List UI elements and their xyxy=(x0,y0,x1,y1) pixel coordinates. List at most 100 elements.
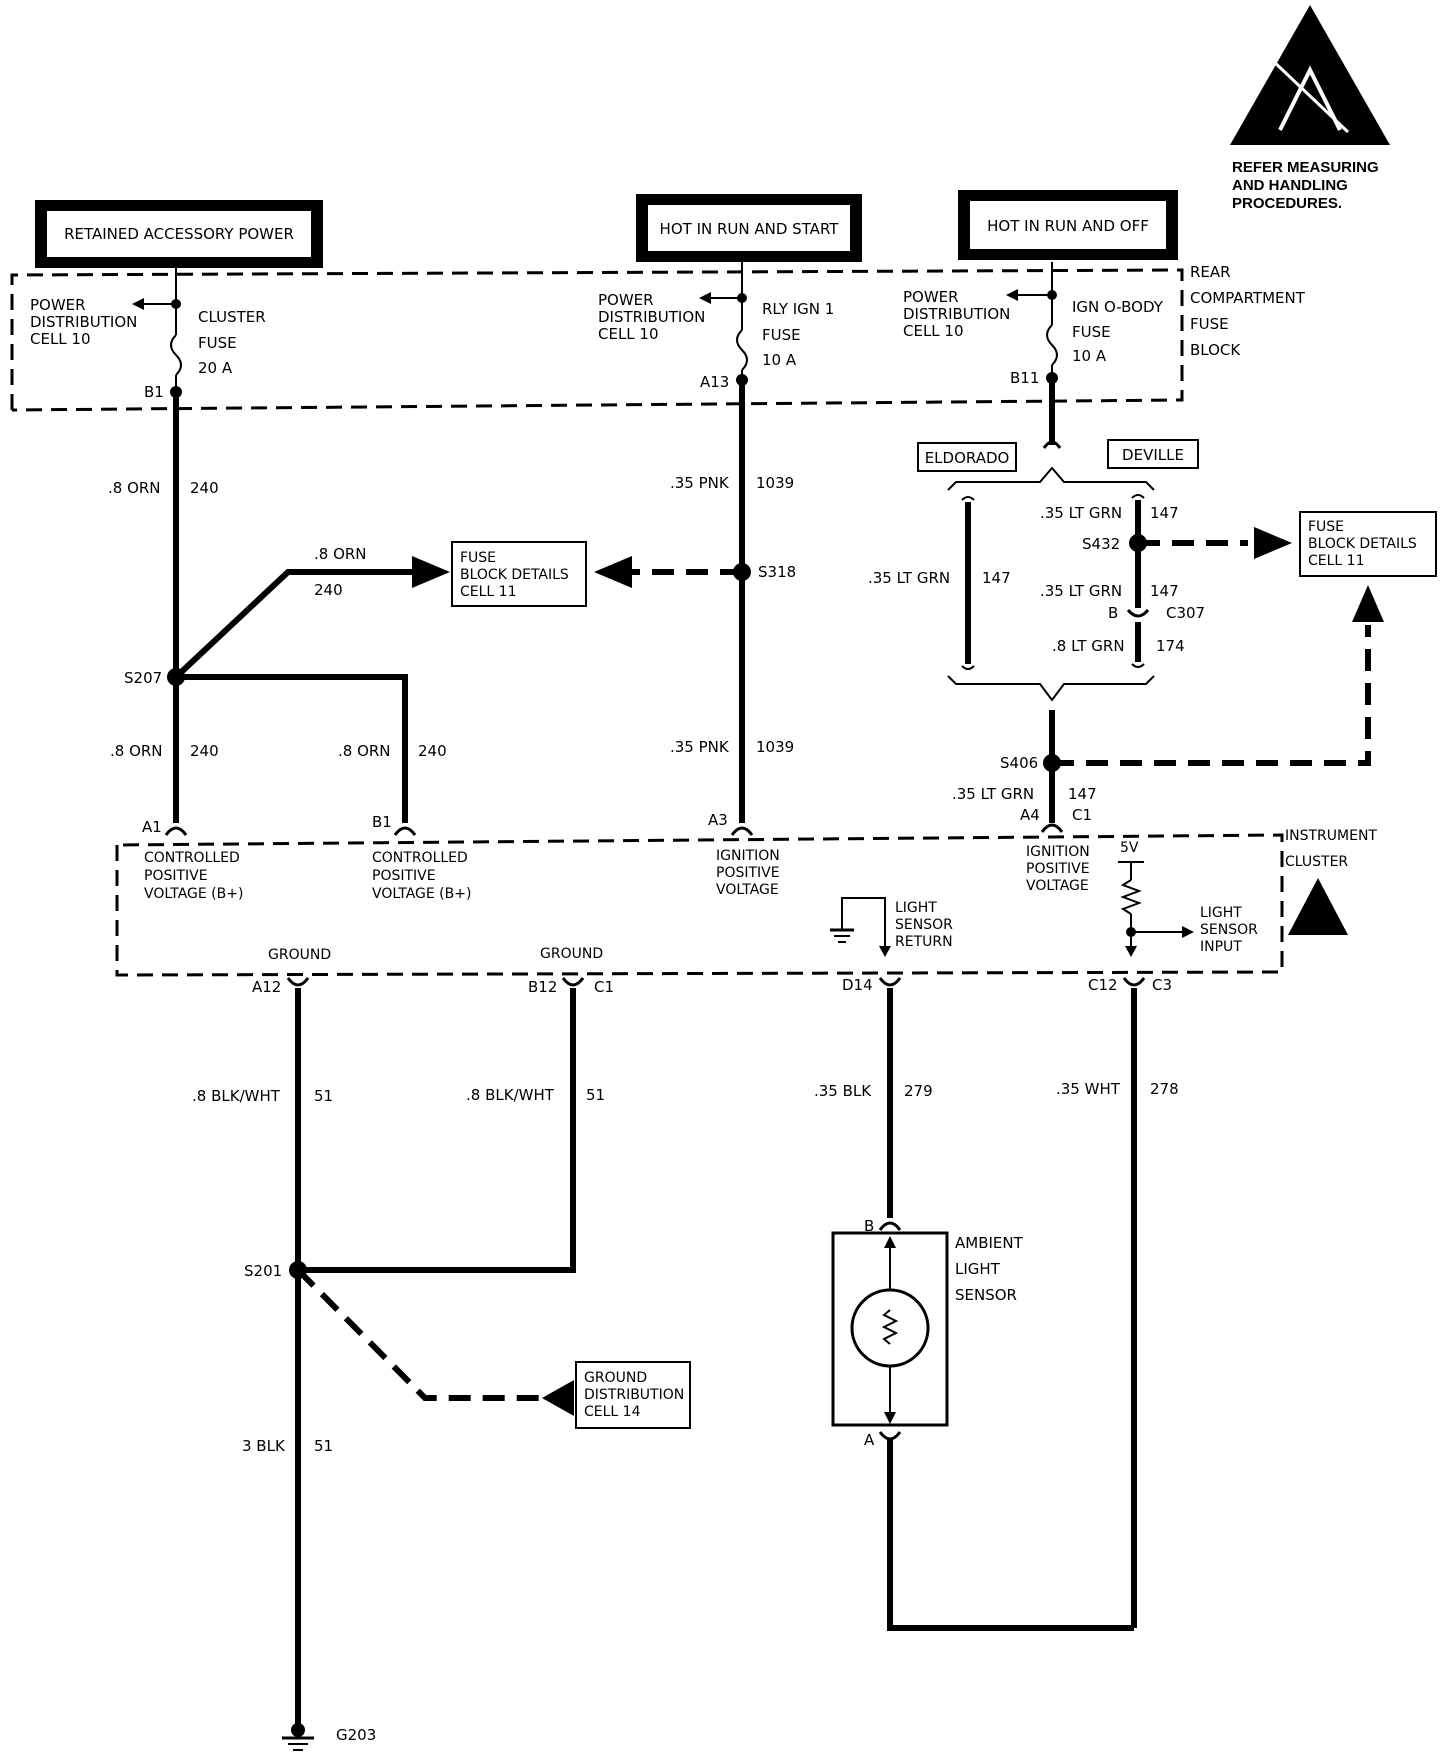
fbd-left-2: BLOCK DETAILS xyxy=(460,567,569,583)
pd1-line1: POWER xyxy=(30,296,86,314)
cpv1-line1: CONTROLLED xyxy=(144,850,240,866)
arrow-left-icon xyxy=(132,298,144,310)
cluster-label-2: CLUSTER xyxy=(1285,854,1348,870)
arrow-right-icon xyxy=(1254,527,1292,559)
fuse-icon xyxy=(1046,324,1058,366)
lsi-line2: SENSOR xyxy=(1200,922,1258,938)
wire-240-circuit-1: 240 xyxy=(190,479,219,497)
wire-174-size: .8 LT GRN xyxy=(1052,637,1125,655)
wire-147-size-3: .35 LT GRN xyxy=(952,785,1034,803)
fuse-rly-ign: POWER DISTRIBUTION CELL 10 RLY IGN 1 FUS… xyxy=(598,262,834,391)
break-icon xyxy=(1042,440,1062,449)
fuse-icon xyxy=(170,334,182,376)
sensor-pin-a: A xyxy=(864,1431,875,1449)
power-source-run-start: HOT IN RUN AND START xyxy=(636,194,862,262)
fuse-block-label-2: COMPARTMENT xyxy=(1190,289,1306,307)
ground-distribution: GROUND DISTRIBUTION CELL 14 xyxy=(575,1361,691,1429)
pd1-line2: DISTRIBUTION xyxy=(30,313,137,331)
connector-c307-label: C307 xyxy=(1166,604,1205,622)
cpv2-line1: CONTROLLED xyxy=(372,850,468,866)
cluster-label-1: INSTRUMENT xyxy=(1285,828,1377,844)
fuse-cluster: POWER DISTRIBUTION CELL 10 CLUSTER FUSE … xyxy=(30,268,266,401)
lsr-line2: SENSOR xyxy=(895,917,953,933)
fuse-block-label-4: BLOCK xyxy=(1190,341,1241,359)
cluster-internal: LIGHT SENSOR RETURN 5V LIGHT SENSOR INPU… xyxy=(268,840,1258,963)
wire-279-size: .35 BLK xyxy=(814,1082,872,1100)
wire-279-circuit: 279 xyxy=(904,1082,933,1100)
ipv1-line3: VOLTAGE xyxy=(716,882,779,898)
wire-278-size: .35 WHT xyxy=(1056,1080,1121,1098)
lsr-line3: RETURN xyxy=(895,934,953,950)
fbd-right-1: FUSE xyxy=(1308,519,1344,535)
fuse-cluster-pin: B1 xyxy=(144,383,164,401)
ipv1-line1: IGNITION xyxy=(716,848,780,864)
wire-240-circuit-4: 240 xyxy=(418,742,447,760)
pd3-line1: POWER xyxy=(903,288,959,306)
fuse-ign-rating: 10 A xyxy=(1072,347,1107,365)
pin-a1: A1 xyxy=(142,818,162,836)
fuse-ign-name: IGN O-BODY xyxy=(1072,298,1164,316)
pd3-line2: DISTRIBUTION xyxy=(903,305,1010,323)
ambient-light-sensor: B A AMBIENT LIGHT SENSOR xyxy=(831,1217,1024,1449)
splice-s201-label: S201 xyxy=(244,1262,282,1280)
esd-text-3: PROCEDURES. xyxy=(1232,195,1342,212)
fbd-right-2: BLOCK DETAILS xyxy=(1308,536,1417,552)
pin-c1: C1 xyxy=(1072,806,1092,824)
arrow-left-icon xyxy=(594,556,632,588)
sensor-label-1: AMBIENT xyxy=(955,1234,1024,1252)
pin-b1: B1 xyxy=(372,813,392,831)
wire-51: .8 BLK/WHT 51 .8 BLK/WHT 51 S201 3 BLK 5… xyxy=(192,988,605,1751)
wire-240-size-2: .8 ORN xyxy=(314,545,367,563)
fuse-ign-type: FUSE xyxy=(1072,323,1111,341)
power-source-run-start-label: HOT IN RUN AND START xyxy=(660,220,840,238)
arrow-right-icon xyxy=(1182,926,1194,938)
pin-d14: D14 xyxy=(842,976,873,994)
pin-b12: B12 xyxy=(528,978,557,996)
wire-240: .8 ORN 240 .8 ORN 240 S207 .8 ORN 240 .8… xyxy=(108,392,450,823)
esd-warning-icon xyxy=(1230,5,1390,145)
pd2-line1: POWER xyxy=(598,291,654,309)
wire-147-eld-size: .35 LT GRN xyxy=(868,569,950,587)
fuse-block-label-1: REAR xyxy=(1190,263,1231,281)
pd3-line3: CELL 10 xyxy=(903,322,964,340)
pin-c3: C3 xyxy=(1152,976,1172,994)
resistor-icon xyxy=(1120,879,1142,915)
wire-1039: .35 PNK 1039 S318 .35 PNK 1039 xyxy=(594,380,796,823)
lsi-line1: LIGHT xyxy=(1200,905,1242,921)
arrow-right-icon xyxy=(412,556,450,588)
wire-240-size-3: .8 ORN xyxy=(110,742,163,760)
fuse-icon xyxy=(736,329,748,371)
pin-a12: A12 xyxy=(252,978,281,996)
variant-deville: DEVILLE xyxy=(1122,446,1184,464)
ground-point-label: G203 xyxy=(336,1726,376,1744)
fuse-rly-rating: 10 A xyxy=(762,351,797,369)
fuse-ign-obody: POWER DISTRIBUTION CELL 10 IGN O-BODY FU… xyxy=(903,262,1164,387)
splice-s318-label: S318 xyxy=(758,563,796,581)
pin-a3: A3 xyxy=(708,811,728,829)
sensor-pin-b: B xyxy=(864,1217,874,1235)
wire-240-size-4: .8 ORN xyxy=(338,742,391,760)
pin-c12: C12 xyxy=(1088,976,1118,994)
wire-278-circuit: 278 xyxy=(1150,1080,1179,1098)
gd-line3: CELL 14 xyxy=(584,1404,641,1420)
lsr-line1: LIGHT xyxy=(895,900,937,916)
wire-1039-size-2: .35 PNK xyxy=(670,738,730,756)
fuse-block-details-left: FUSE BLOCK DETAILS CELL 11 xyxy=(451,541,587,607)
sensor-label-3: SENSOR xyxy=(955,1286,1017,1304)
instrument-cluster: INSTRUMENT CLUSTER xyxy=(115,828,1377,977)
ground-label-1: GROUND xyxy=(268,947,331,963)
esd-warning: REFER MEASURING AND HANDLING PROCEDURES. xyxy=(1230,5,1390,212)
cpv1-line2: POSITIVE xyxy=(144,868,208,884)
cpv2-line2: POSITIVE xyxy=(372,868,436,884)
pd1-line3: CELL 10 xyxy=(30,330,91,348)
fuse-rly-type: FUSE xyxy=(762,326,801,344)
variant-block: ELDORADO DEVILLE .35 LT GRN 147 .35 LT G… xyxy=(868,378,1292,702)
cluster-top-pins: A1 B1 A3 A4 C1 CONTROLLED POSITIVE VOLTA… xyxy=(142,806,1092,902)
wire-147-dev-size-1: .35 LT GRN xyxy=(1040,504,1122,522)
power-source-run-off-label: HOT IN RUN AND OFF xyxy=(987,217,1149,235)
pin-a4: A4 xyxy=(1020,806,1040,824)
wire-1039-circuit-1: 1039 xyxy=(756,474,794,492)
lsi-line3: INPUT xyxy=(1200,939,1242,955)
arrow-up-icon xyxy=(1352,585,1384,622)
